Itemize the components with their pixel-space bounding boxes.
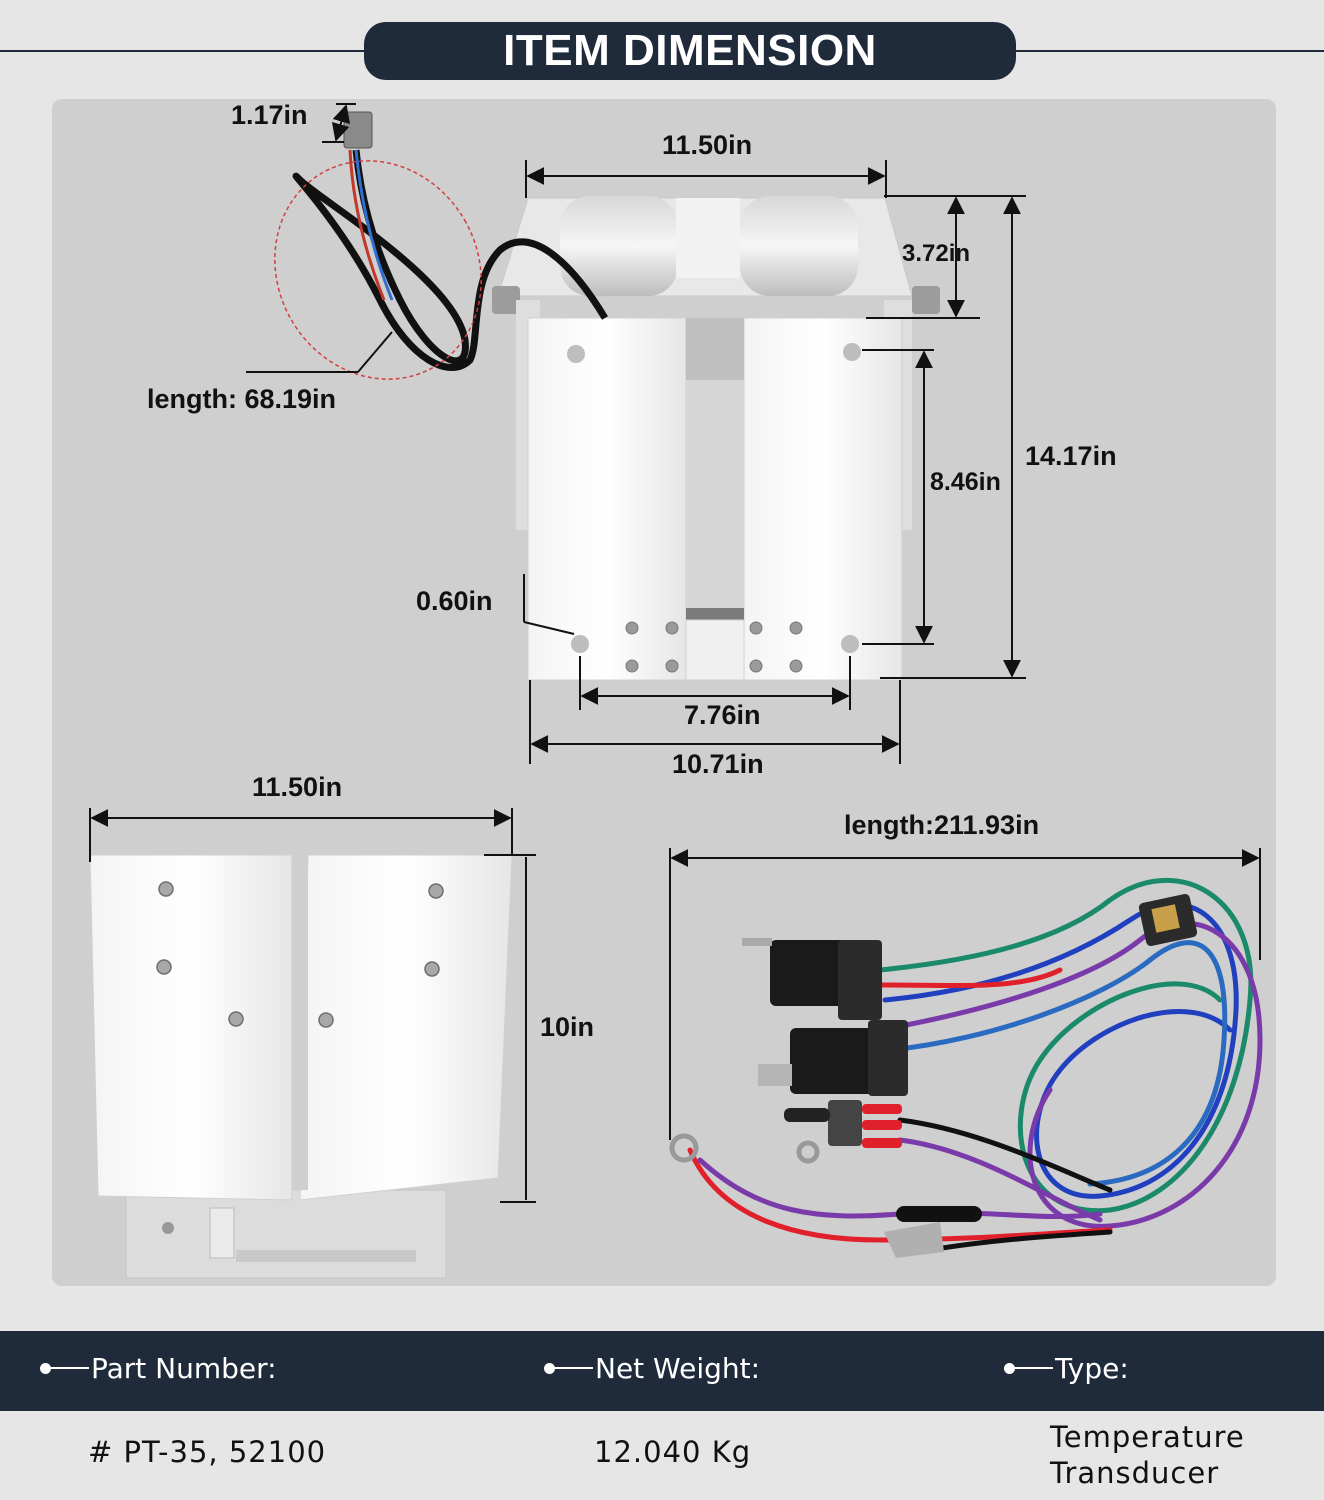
dim-slot-height: 8.46in	[930, 468, 1001, 496]
spec-part-number-heading: Part Number:	[40, 1348, 277, 1388]
harness-dimension-lines	[669, 848, 1261, 1140]
net-weight-value: 12.040 Kg	[594, 1435, 752, 1469]
temperature-cable	[274, 111, 608, 380]
spec-type-heading: Type:	[1004, 1348, 1129, 1388]
back-dimension-lines	[89, 808, 536, 1203]
spec-net-weight-heading: Net Weight:	[544, 1348, 760, 1388]
dim-hole-offset: 0.60in	[416, 586, 493, 616]
spec-header-bar	[0, 1331, 1324, 1411]
bracket-front-view	[492, 196, 940, 681]
product-drawing	[89, 103, 1263, 1279]
dim-top-width: 11.50in	[662, 130, 753, 160]
bullet-icon	[544, 1362, 555, 1374]
wiring-harness	[687, 878, 1263, 1253]
bracket-back-view	[89, 854, 513, 1279]
bullet-icon	[40, 1362, 51, 1374]
type-value-line2: Transducer	[1050, 1456, 1220, 1490]
dim-back-width: 11.50in	[252, 772, 343, 802]
main-dimension-lines	[246, 103, 1026, 764]
dim-connector-height: 1.17in	[231, 100, 308, 130]
type-label: Type:	[1055, 1351, 1129, 1385]
dim-cable-length: length: 68.19in	[147, 384, 337, 414]
header-rule-left	[0, 50, 364, 52]
dim-hole-spacing: 7.76in	[684, 700, 761, 730]
harness-parts	[669, 894, 1198, 1258]
page-title: ITEM DIMENSION	[364, 22, 1016, 80]
bullet-icon	[1004, 1362, 1015, 1374]
dim-clamp-height: 3.72in	[902, 240, 971, 267]
part-number-label: Part Number:	[91, 1351, 277, 1385]
dim-back-height: 10in	[540, 1012, 595, 1042]
dim-base-width: 10.71in	[672, 749, 764, 779]
part-number-value: # PT-35, 52100	[88, 1435, 327, 1469]
type-value-line1: Temperature	[1050, 1420, 1245, 1454]
header-rule-right	[1016, 50, 1324, 52]
net-weight-label: Net Weight:	[595, 1351, 761, 1385]
dim-harness-length: length:211.93in	[844, 810, 1040, 840]
dim-overall-height: 14.17in	[1025, 441, 1117, 471]
